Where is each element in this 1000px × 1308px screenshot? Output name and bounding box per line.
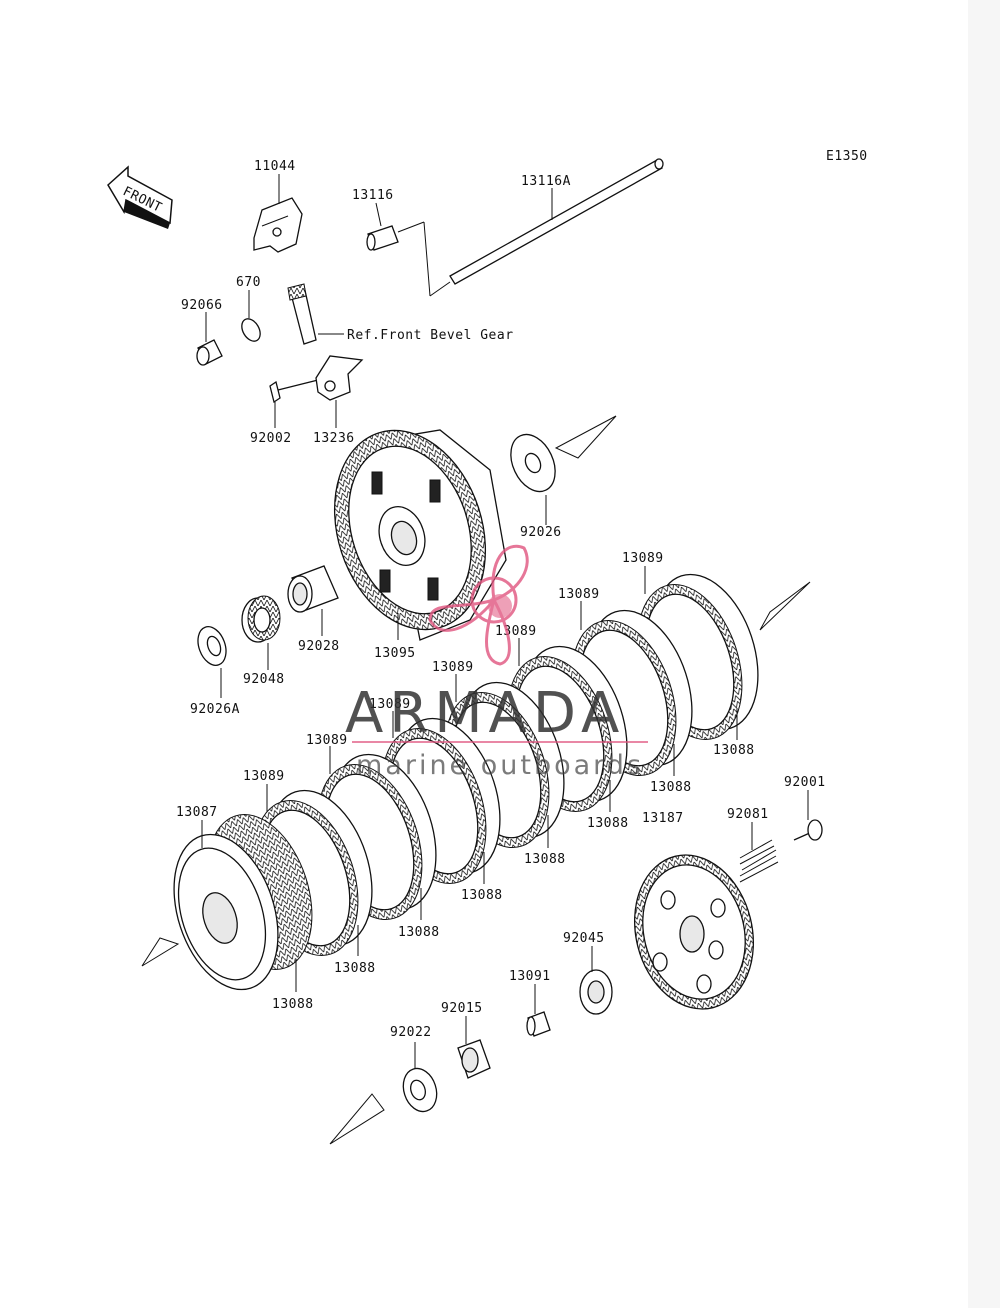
label-13088-5: 13088 xyxy=(461,888,503,903)
label-13116: 13116 xyxy=(352,188,394,203)
label-92001: 92001 xyxy=(784,775,826,790)
label-13095: 13095 xyxy=(374,646,416,661)
label-92045: 92045 xyxy=(563,931,605,946)
label-11044: 11044 xyxy=(254,159,296,174)
reference-note: Ref.Front Bevel Gear xyxy=(347,328,514,343)
label-13088-7: 13088 xyxy=(334,961,376,976)
pin-13091 xyxy=(526,1011,551,1037)
label-13236: 13236 xyxy=(313,431,355,446)
bracket-11044 xyxy=(253,197,303,253)
label-13089-3: 13089 xyxy=(495,624,537,639)
label-13088-4: 13088 xyxy=(524,852,566,867)
washer-92026 xyxy=(510,433,556,493)
front-arrow-icon: FRONT xyxy=(107,165,173,229)
label-13088-2: 13088 xyxy=(650,780,692,795)
pushrod-13116A xyxy=(423,158,664,297)
needle-bearing-92048 xyxy=(241,595,281,643)
pressure-plate xyxy=(633,854,755,1010)
label-13116A: 13116A xyxy=(521,174,571,189)
label-92081: 92081 xyxy=(727,807,769,822)
label-13089-7: 13089 xyxy=(243,769,285,784)
bolt-92002 xyxy=(269,379,319,404)
label-13088-3: 13088 xyxy=(587,816,629,831)
diagram-code: E1350 xyxy=(826,149,868,164)
page-edge xyxy=(968,0,1000,1308)
label-13088-6: 13088 xyxy=(398,925,440,940)
label-13087: 13087 xyxy=(176,805,218,820)
label-13089-2: 13089 xyxy=(558,587,600,602)
label-13091: 13091 xyxy=(509,969,551,984)
armada-watermark: ARMADA marine outboards xyxy=(345,544,648,781)
label-92015: 92015 xyxy=(441,1001,483,1016)
label-13089-5: 13089 xyxy=(369,697,411,712)
propeller-logo-icon xyxy=(428,544,529,666)
label-92022: 92022 xyxy=(390,1025,432,1040)
label-670: 670 xyxy=(236,275,261,290)
watermark-brand: ARMADA xyxy=(345,681,625,746)
clutch-hub-13087 xyxy=(173,813,313,991)
o-ring-670 xyxy=(241,318,261,342)
washer-92026A xyxy=(197,626,227,666)
plug-92066 xyxy=(196,339,223,366)
label-92026A: 92026A xyxy=(190,702,240,717)
pin-13116 xyxy=(366,225,399,251)
label-13089-4: 13089 xyxy=(432,660,474,675)
washer-92022 xyxy=(402,1067,438,1113)
label-13088-1: 13088 xyxy=(713,743,755,758)
spring-92081 xyxy=(739,839,779,883)
label-92026: 92026 xyxy=(520,525,562,540)
bevel-gear-shaft xyxy=(287,283,317,345)
bearing-92045 xyxy=(579,969,613,1015)
sleeve-92028 xyxy=(287,565,339,613)
label-92048: 92048 xyxy=(243,672,285,687)
label-92066: 92066 xyxy=(181,298,223,313)
label-13088-8: 13088 xyxy=(272,997,314,1012)
nut-92015 xyxy=(457,1039,491,1079)
label-13187: 13187 xyxy=(642,811,684,826)
label-13089-1: 13089 xyxy=(622,551,664,566)
label-92028: 92028 xyxy=(298,639,340,654)
label-13089-6: 13089 xyxy=(306,733,348,748)
lever-13236 xyxy=(315,355,364,401)
bolt-92001 xyxy=(793,819,823,841)
label-92002: 92002 xyxy=(250,431,292,446)
watermark-tagline: marine outboards xyxy=(356,750,644,781)
